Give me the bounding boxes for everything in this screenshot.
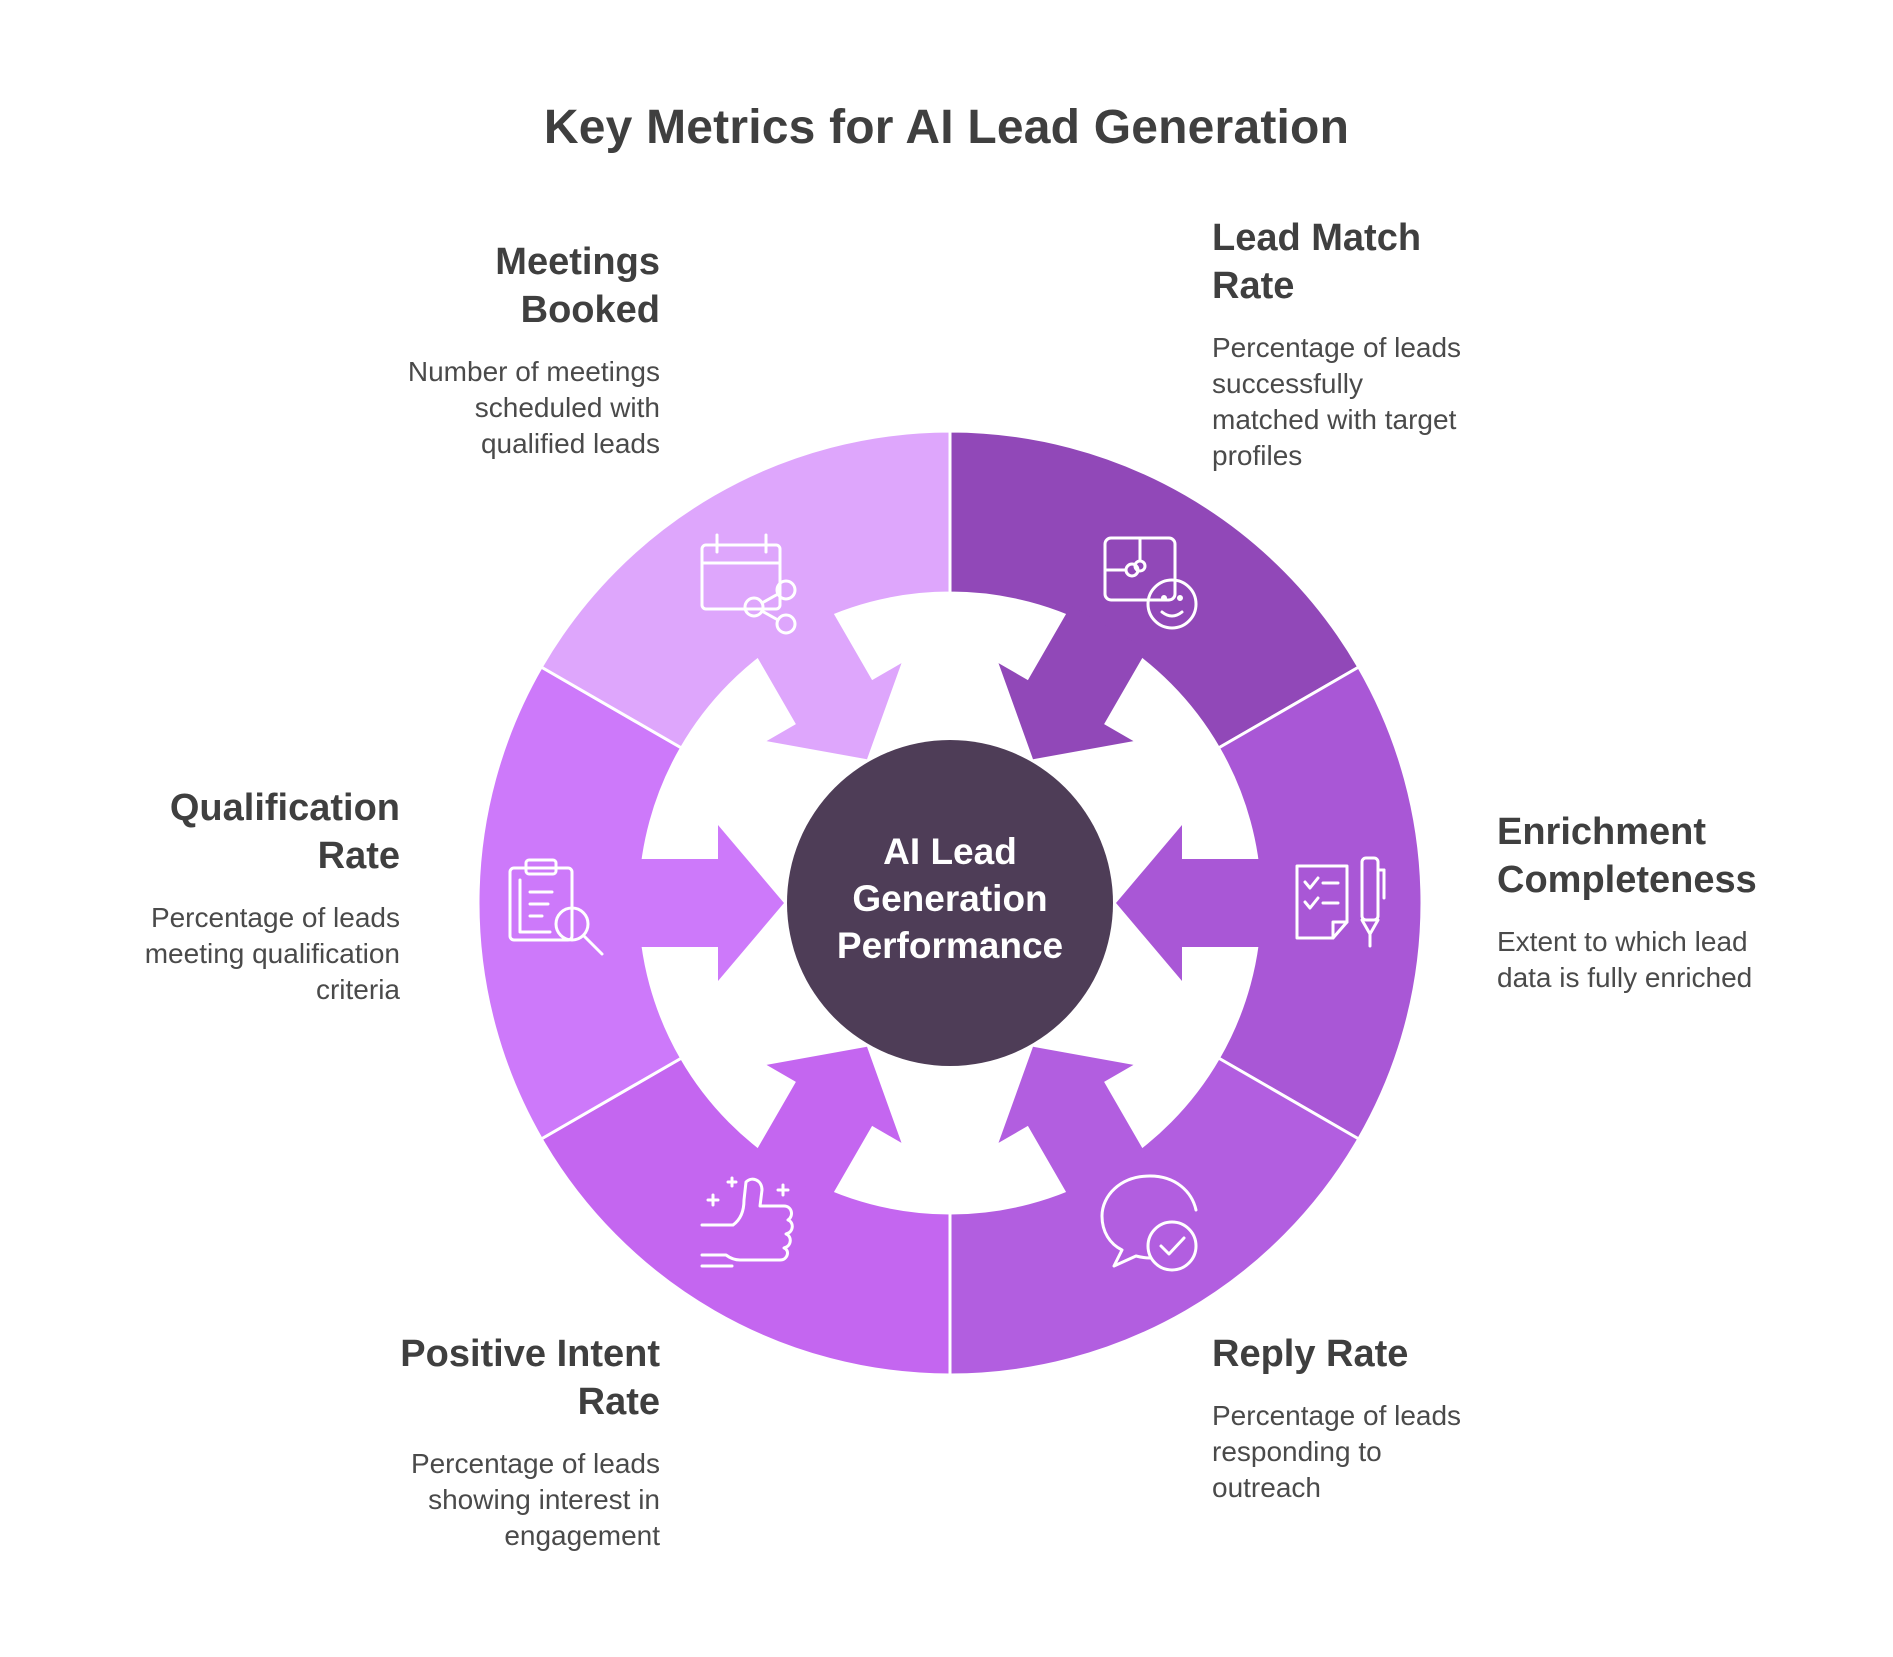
arrow-enrichment-completeness — [1116, 825, 1268, 981]
metric-title: Enrichment Completeness — [1497, 808, 1867, 904]
metric-lead-match-rate: Lead Match Rate Percentage of leads succ… — [1212, 214, 1552, 474]
metric-title-line-1: Positive Intent — [400, 1333, 660, 1375]
arrow-reply-rate — [998, 1046, 1148, 1201]
segment-positive-intent-rate — [539, 1055, 952, 1377]
center-label-line-1: AI Lead — [883, 831, 1017, 872]
arrow-qualification-rate — [632, 825, 784, 981]
checklist-pen-icon — [1295, 856, 1386, 948]
metric-desc-line-3: qualified leads — [480, 428, 660, 459]
metric-desc-line-2: scheduled with — [474, 392, 660, 423]
segment-qualification-rate — [476, 664, 684, 1142]
metric-positive-intent-rate: Positive Intent Rate Percentage of leads… — [300, 1330, 660, 1554]
segment-reply-rate — [948, 1055, 1361, 1377]
metric-title: Lead Match Rate — [1212, 214, 1552, 310]
page-title: Key Metrics for AI Lead Generation — [543, 101, 1350, 154]
chat-check-icon — [1100, 1174, 1198, 1272]
metric-title-line-1: Lead Match — [1212, 217, 1422, 259]
metric-title: Meetings Booked — [340, 238, 660, 334]
metric-desc-line-1: Percentage of leads — [150, 902, 400, 933]
metric-desc-line-2: responding to — [1212, 1436, 1382, 1467]
metric-desc-line-1: Number of meetings — [407, 356, 660, 387]
metric-reply-rate: Reply Rate Percentage of leads respondin… — [1212, 1330, 1552, 1506]
arrow-positive-intent-rate — [752, 1046, 902, 1201]
metric-title: Qualification Rate — [60, 784, 400, 880]
metric-qualification-rate: Qualification Rate Percentage of leads m… — [60, 784, 400, 1008]
segment-enrichment-completeness — [1216, 664, 1424, 1142]
metric-title-line-2: Rate — [317, 835, 400, 877]
metric-desc-line-3: engagement — [504, 1520, 660, 1551]
metric-title-line-1: Qualification — [169, 787, 400, 829]
calendar-share-icon — [700, 533, 797, 635]
metric-meetings-booked: Meetings Booked Number of meetings sched… — [340, 238, 660, 462]
metric-title-line-1: Meetings — [495, 241, 660, 283]
metric-title: Positive Intent Rate — [300, 1330, 660, 1426]
arrow-meetings-booked — [752, 605, 902, 760]
metric-desc-line-2: data is fully enriched — [1497, 962, 1753, 993]
wheel-arrows — [632, 605, 1268, 1201]
metric-title: Reply Rate — [1212, 1330, 1552, 1378]
metric-desc-line-3: criteria — [315, 974, 400, 1005]
metric-title-line-2: Rate — [577, 1381, 660, 1423]
puzzle-face-icon — [1103, 536, 1198, 630]
segment-meetings-booked — [539, 429, 952, 751]
metric-description: Percentage of leads showing interest in … — [300, 1446, 660, 1554]
metric-description: Percentage of leads successfully matched… — [1212, 330, 1552, 474]
metric-title-line-2: Rate — [1212, 265, 1295, 307]
metric-enrichment-completeness: Enrichment Completeness Extent to which … — [1497, 808, 1867, 996]
metric-description: Percentage of leads meeting qualificatio… — [60, 900, 400, 1008]
metric-desc-line-3: matched with target — [1212, 404, 1457, 435]
metric-title-line-2: Booked — [520, 289, 660, 331]
center-label-line-2: Generation — [852, 878, 1048, 919]
metric-title-line-1: Enrichment — [1497, 811, 1707, 853]
metric-title-line-1: Reply Rate — [1212, 1333, 1409, 1375]
metric-description: Number of meetings scheduled with qualif… — [340, 354, 660, 462]
metric-desc-line-1: Percentage of leads — [1212, 332, 1462, 363]
metric-desc-line-2: meeting qualification — [144, 938, 400, 969]
metric-description: Percentage of leads responding to outrea… — [1212, 1398, 1552, 1506]
metric-desc-line-3: outreach — [1212, 1472, 1321, 1503]
metric-desc-line-1: Percentage of leads — [1212, 1400, 1462, 1431]
metric-title-line-2: Completeness — [1497, 859, 1757, 901]
center-label: AI Lead Generation Performance — [800, 828, 1100, 969]
center-circle — [787, 740, 1113, 1066]
center-label-line-3: Performance — [836, 925, 1064, 966]
thumbs-up-icon — [700, 1176, 794, 1268]
clipboard-search-icon — [508, 858, 604, 956]
metric-desc-line-2: successfully — [1212, 368, 1363, 399]
metric-desc-line-4: profiles — [1212, 440, 1303, 471]
metric-desc-line-2: showing interest in — [428, 1484, 660, 1515]
metric-description: Extent to which lead data is fully enric… — [1497, 924, 1867, 996]
metric-desc-line-1: Percentage of leads — [410, 1448, 660, 1479]
arrow-lead-match-rate — [998, 605, 1148, 760]
metric-desc-line-1: Extent to which lead — [1497, 926, 1748, 957]
